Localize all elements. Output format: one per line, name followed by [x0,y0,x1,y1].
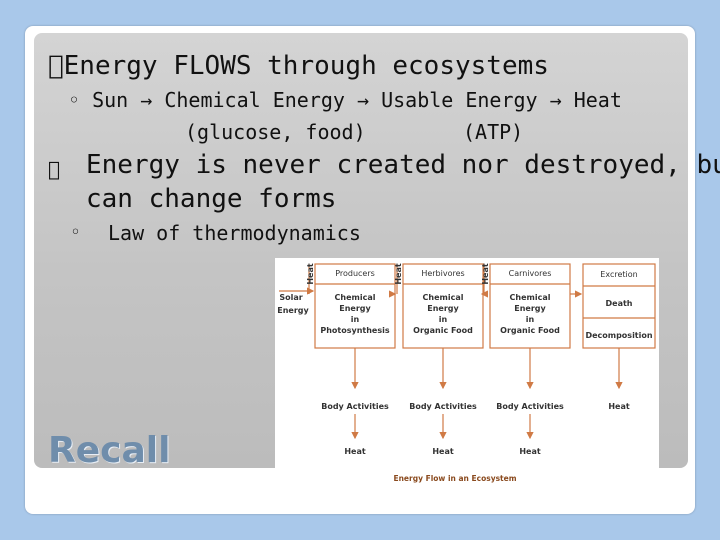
bullet-1-text: Energy FLOWS through ecosystems [48,51,549,81]
solar-label-1: Solar [279,293,302,302]
column-activity-1: Body Activities [409,402,477,411]
column-activity-2: Body Activities [496,402,564,411]
column-title-1: Herbivores [421,269,464,278]
column-line-1-0: Chemical [423,293,464,302]
column-line-1-3: Organic Food [413,326,473,335]
sub-bullet-1-glucose: (glucose, food) [185,120,366,144]
bullet-1-marker:  [48,51,64,81]
column-title-0: Producers [335,269,375,278]
column-line-0-0: Chemical [335,293,376,302]
heat-rotated-label-0: Heat [306,263,315,285]
column-line-1-2: in [439,315,448,324]
heat-rotated-label-1: Heat [394,263,403,285]
heat-rotated-label-2: Heat [481,263,490,285]
bullet-2-line-2: can change forms [86,184,337,214]
column-heat-2: Heat [519,447,541,456]
right-heat: Heat [608,402,630,411]
right-box-excretion: Excretion [600,270,637,279]
recall-label: Recall [48,430,171,471]
sub-bullet-1: ◦ Sun → Chemical Energy → Usable Energy … [68,88,622,112]
right-box-death: Death [606,299,633,308]
bullet-2-marker:  [48,157,60,181]
column-heat-1: Heat [432,447,454,456]
diagram-caption: Energy Flow in an Ecosystem [393,474,516,483]
bullet-1: Energy FLOWS through ecosystems [48,51,549,81]
solar-label-2: Energy [277,306,309,315]
column-line-2-0: Chemical [510,293,551,302]
column-line-2-3: Organic Food [500,326,560,335]
column-line-0-1: Energy [339,304,371,313]
bullet-2-line-1: Energy is never created nor destroyed, b… [86,150,720,180]
column-line-2-2: in [526,315,535,324]
column-title-2: Carnivores [509,269,552,278]
column-heat-0: Heat [344,447,366,456]
right-box-decomposition: Decomposition [585,331,652,340]
column-line-1-1: Energy [427,304,459,313]
column-line-0-2: in [351,315,360,324]
column-line-2-1: Energy [514,304,546,313]
column-activity-0: Body Activities [321,402,389,411]
sub-bullet-2: Law of thermodynamics [108,221,361,245]
sub-bullet-1-atp: (ATP) [463,120,524,144]
column-line-0-3: Photosynthesis [320,326,389,335]
sub-bullet-2-marker: ◦ [70,222,81,243]
